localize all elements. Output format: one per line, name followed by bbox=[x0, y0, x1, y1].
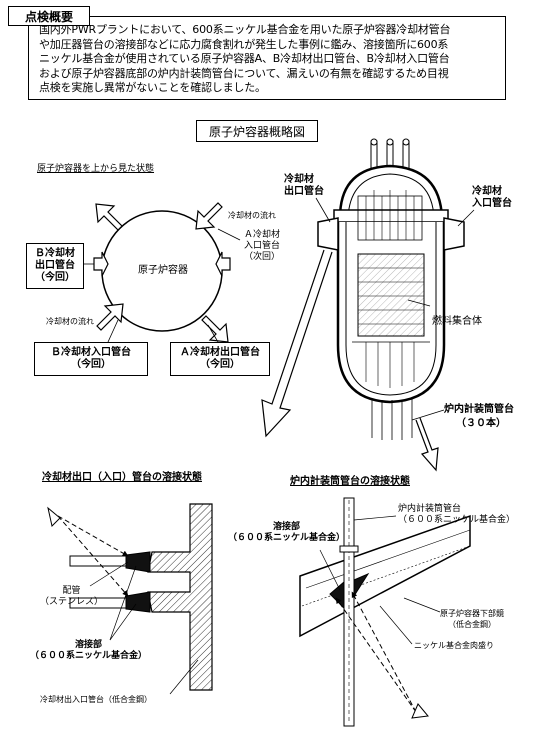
flow-label: 冷却材の流れ bbox=[46, 317, 94, 326]
b-outlet-box: Ｂ冷却材 出口管台 （今回） bbox=[26, 243, 84, 289]
summary-line: および原子炉容器底部の炉内計装筒管台について、漏えいの有無を確認するため目視 bbox=[39, 66, 449, 80]
a-inlet-label: Ａ冷却材 入口管台 （次回） bbox=[244, 230, 281, 262]
buttering-label: ニッケル基合金肉盛り bbox=[414, 641, 494, 650]
lower-head-label: 原子炉容器下部鏡 （低合金鋼） bbox=[440, 609, 504, 629]
outlet-nozzle-label: 冷却材 出口管台 bbox=[284, 174, 324, 197]
nozzle-weld-drawing bbox=[47, 503, 213, 695]
flow-label: 冷却材の流れ bbox=[228, 211, 276, 220]
a-outlet-box: Ａ冷却材出口管台 （今回） bbox=[170, 342, 270, 376]
summary-line: ニッケル基合金が使用されている原子炉容器A、B冷却材出口管台、B冷却材入口管台 bbox=[39, 52, 450, 65]
summary-box: 国内外PWRプラントにおいて、600系ニッケル基合金を用いた原子炉容器冷却材管台… bbox=[28, 16, 506, 100]
instr-count-label: （３０本） bbox=[456, 418, 506, 429]
summary-line: 点検を実施し異常がないことを確認しました。 bbox=[39, 81, 266, 94]
b-inlet-box: Ｂ冷却材入口管台 （今回） bbox=[34, 342, 148, 376]
inlet-nozzle-label: 冷却材 入口管台 bbox=[472, 186, 512, 209]
nozzle-material-label: 冷却材出入口管台（低合金鋼） bbox=[40, 695, 152, 704]
summary-line: 国内外PWRプラントにおいて、600系ニッケル基合金を用いた原子炉容器冷却材管台 bbox=[39, 23, 451, 36]
fuel-label: 燃料集合体 bbox=[432, 316, 482, 327]
instr-weld-drawing bbox=[299, 497, 471, 727]
instr-weld-title: 炉内計装筒管台の溶接状態 bbox=[290, 476, 410, 487]
instr-weld-label: 溶接部 （６００系ニッケル基合金） bbox=[228, 522, 346, 543]
nozzle-weld-title: 冷却材出口（入口）管台の溶接状態 bbox=[42, 472, 202, 483]
vessel-section-drawing bbox=[261, 138, 465, 472]
summary-line: や加圧器管台の溶接部などに応力腐食割れが発生した事例に鑑み、溶接箇所に600系 bbox=[39, 37, 449, 51]
top-view-diagram bbox=[82, 202, 241, 343]
section-header: 点検概要 bbox=[8, 6, 90, 26]
instr-tube-material-label: 炉内計装筒管台 （６００系ニッケル基合金） bbox=[398, 504, 516, 525]
top-view-title: 原子炉容器を上から見た状態 bbox=[37, 164, 155, 174]
nozzle-weld-label: 溶接部 （６００系ニッケル基合金） bbox=[30, 640, 148, 661]
instr-tube-label: 炉内計装筒管台 bbox=[444, 404, 514, 415]
pipe-label: 配管 （ステンレス） bbox=[40, 586, 104, 607]
overview-title: 原子炉容器概略図 bbox=[196, 120, 318, 142]
vessel-label: 原子炉容器 bbox=[138, 265, 188, 276]
